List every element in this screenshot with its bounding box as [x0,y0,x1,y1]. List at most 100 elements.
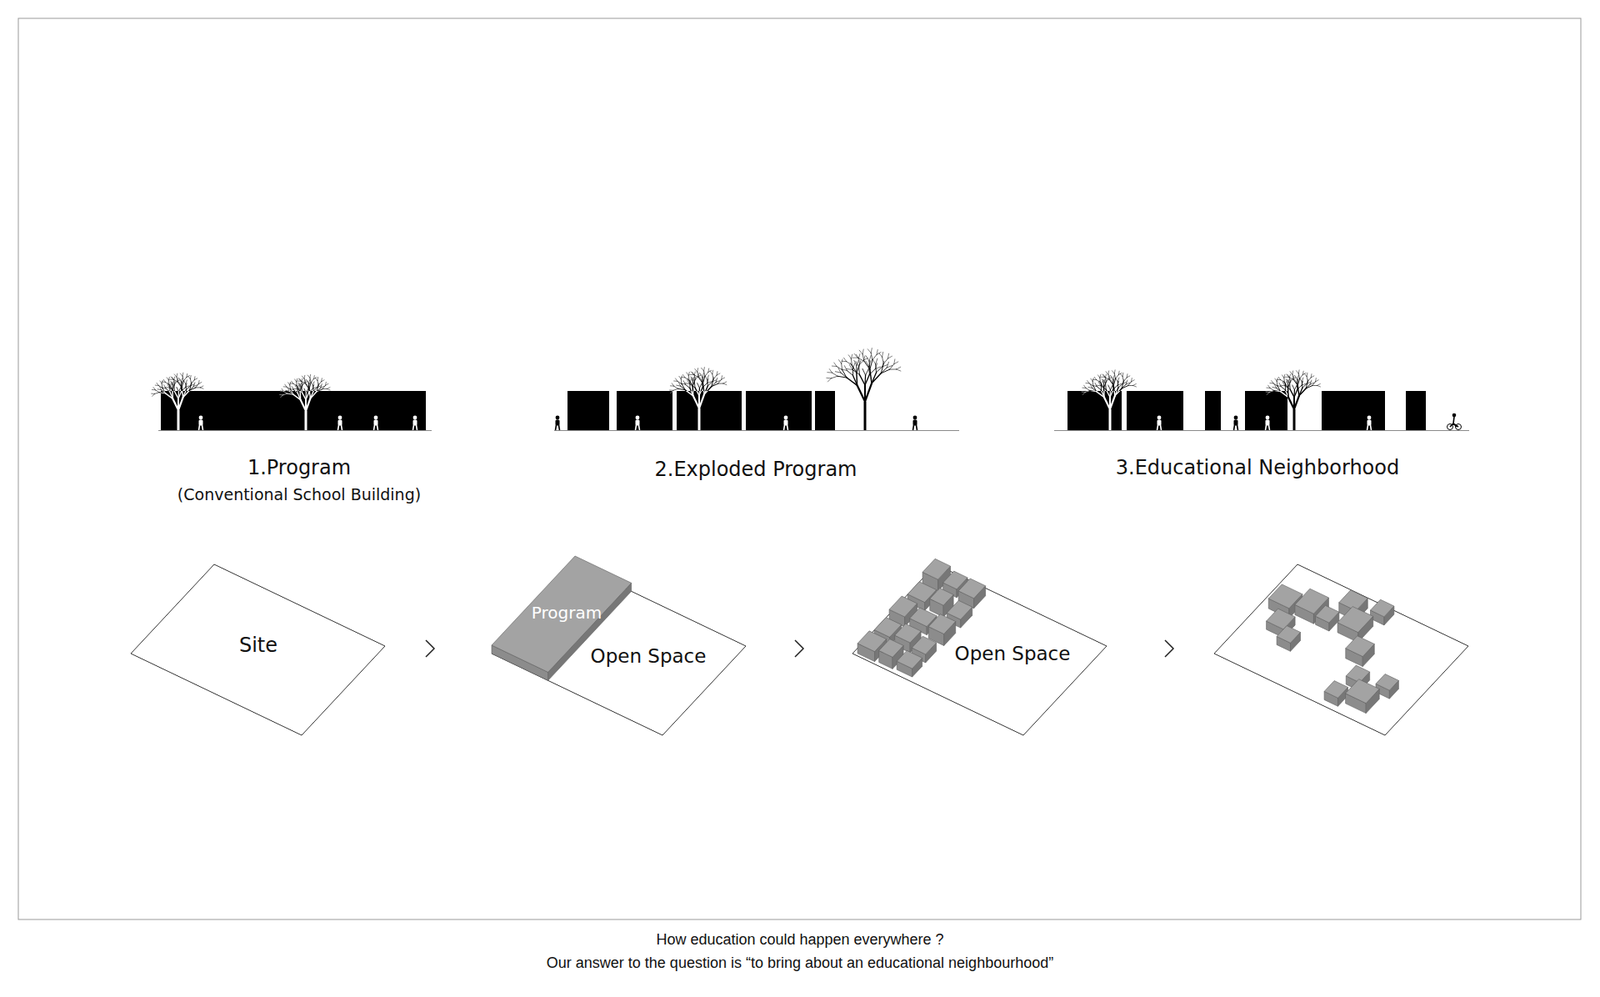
tree-branch [871,373,881,384]
step-chevron [425,640,435,657]
tree-branch [302,392,306,400]
tree-trunk [177,410,180,430]
tree-branch [882,351,884,357]
tree-branch [1095,382,1097,386]
tree-branch [864,375,866,385]
tree-branch [827,371,833,373]
tree-branch [692,380,695,387]
tree-branch [1271,380,1274,384]
tree-branch [840,363,843,370]
tree-branch [702,376,705,381]
site-outline [1214,564,1469,735]
tree-branch [680,385,686,390]
tree-branch [189,385,194,390]
tree-branch [882,356,885,364]
tree-branch [1266,391,1270,395]
tree-branch [165,390,170,392]
tree-branch [829,369,832,373]
person-body [1265,420,1270,426]
tree-branch [694,376,696,381]
tree-branch [699,383,702,389]
tree-branch [690,376,693,380]
person-head [1157,415,1162,420]
tree-branch [1113,378,1115,385]
tree-branch [300,382,302,386]
tree-branch [1101,379,1104,383]
tree-branch [1299,387,1303,395]
tree-branch [1105,379,1108,384]
tree-branch [1105,378,1110,382]
person-head [784,415,789,420]
tree-branch [1128,385,1134,386]
block [1345,635,1375,667]
tree [151,372,204,430]
tree-branch [713,375,717,380]
tree-branch [702,383,705,395]
tree-branch [846,368,853,370]
tree-branch [842,370,848,378]
tree-trunk [698,408,701,430]
tree-branch [1268,385,1270,388]
tree-branch [1292,374,1294,380]
tree-branch [864,385,866,402]
block-top [1324,680,1348,699]
tree-branch [1299,388,1306,396]
tree-branch [305,392,310,400]
tree-branch [1109,377,1112,380]
tree-branch [1296,383,1299,390]
tree-branch [844,365,847,371]
tree-branch [690,378,692,382]
tree-branch [703,367,705,371]
tree-branch [680,385,686,390]
tree-branch [697,371,699,377]
tree-branch [1104,397,1110,410]
tree-branch [1110,389,1114,397]
tree-branch [283,393,288,395]
tree-branch [708,370,712,372]
tree-branch [181,387,184,398]
tree-branch [166,377,169,380]
tree-branch [1100,385,1106,390]
person-legs [1367,425,1372,430]
tree-branch [695,369,698,373]
tree-branch [309,382,311,390]
tree-branch [1122,372,1125,376]
tree-branch [1289,374,1290,378]
tree-branch [1104,379,1106,383]
tree-branch [865,369,870,375]
tree-branch [183,380,186,384]
tree [670,367,727,430]
tree-branch [872,354,877,360]
tree-branch [692,376,695,380]
tree-branch [190,384,194,386]
tree-branch [686,372,689,375]
tree-branch [1096,386,1101,390]
tree-branch [1280,386,1285,390]
tree-branch [304,388,306,393]
person-legs [555,425,560,430]
tree-branch [685,384,690,389]
tree-branch [869,360,871,370]
tree-branch [1118,370,1120,375]
tree [1081,370,1136,430]
site-plan: Site [130,564,385,735]
tree-branch [170,383,172,387]
figures [151,372,418,430]
tree-branch [694,380,696,388]
tree-branch [896,369,901,371]
tree-branch [711,381,716,386]
person [555,415,560,430]
tree-branch [706,379,709,386]
tree-branch [705,375,708,380]
tree-branch [1310,375,1315,378]
building-mass [1245,390,1288,430]
tree-branch [850,354,852,359]
person-body [635,420,640,426]
tree-branch [1290,389,1295,397]
tree-branch [680,383,685,385]
tree-branch [699,394,705,409]
tree-branch [1114,370,1116,374]
tree-branch [280,395,284,398]
tree-branch [699,383,702,389]
tree-branch [283,390,287,394]
